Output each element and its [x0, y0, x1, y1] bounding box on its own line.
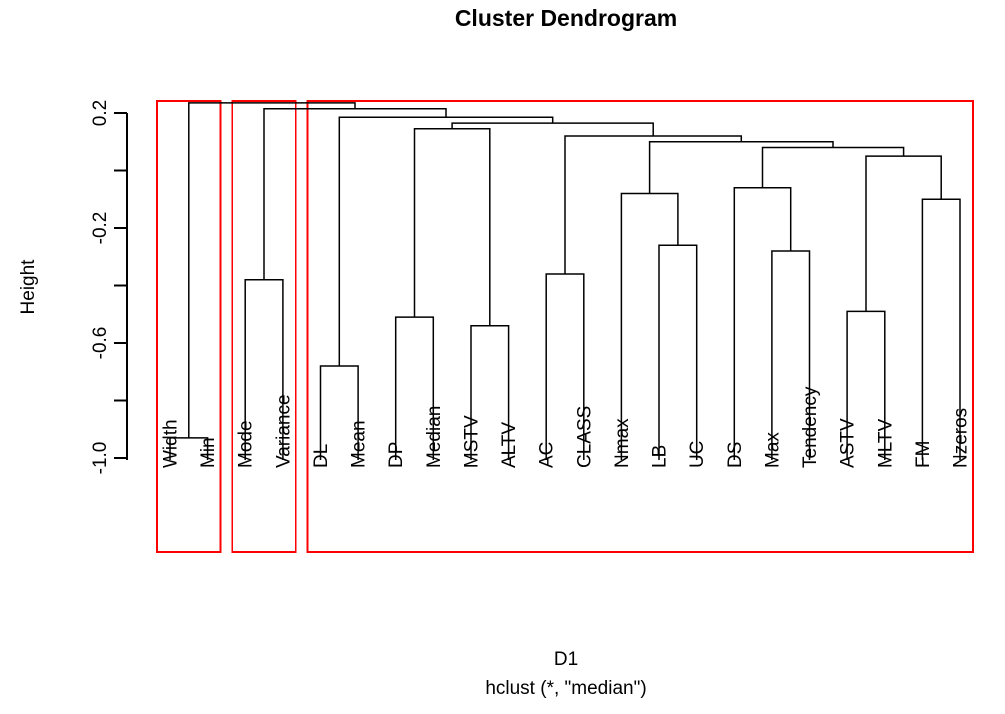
dendrogram-leaf-label: DL [311, 444, 332, 468]
dendrogram-leaf-label: AC [537, 442, 558, 468]
dendrogram-leaf-label: MLTV [875, 418, 896, 468]
dendrogram-leaf-label: Width [161, 419, 182, 468]
dendrogram-leaf-label: Variance [273, 394, 294, 468]
dendrogram-leaf-label: CLASS [574, 406, 595, 468]
y-axis-tick-label: -0.6 [90, 327, 111, 360]
y-axis-tick-label: -1.0 [90, 442, 111, 475]
y-axis-tick-label: -0.2 [90, 212, 111, 245]
dendrogram-leaf-label: ASTV [838, 418, 859, 468]
dendrogram-leaf-label: ALTV [499, 422, 520, 468]
page-title: Cluster Dendrogram [455, 5, 677, 31]
y-axis-tick-labels: 0.2 -0.2 -0.6 -1.0 [90, 100, 111, 475]
x-axis-subtitle: hclust (*, "median") [485, 678, 646, 699]
dendrogram-leaf-label: Mode [236, 420, 257, 468]
y-axis: 0.2 -0.2 -0.6 -1.0 Height [18, 100, 128, 475]
dendrogram-leaf-label: Median [424, 406, 445, 468]
dendrogram-leaf-label: LB [650, 445, 671, 468]
dendrogram-leaf-label: Max [762, 432, 783, 468]
cluster-rectangle-cluster-2 [231, 100, 297, 553]
dendrogram-leaf-label: UC [687, 441, 708, 468]
y-axis-title: Height [18, 259, 39, 315]
dendrogram-branch [188, 102, 356, 438]
dendrogram-leaf-label: MSTV [462, 415, 483, 468]
dendrogram-leaf-label: Nzeros [951, 408, 972, 468]
cluster-rectangle-cluster-3 [306, 100, 974, 553]
x-axis-title: D1 [554, 649, 578, 670]
cluster-rectangle-cluster-1 [156, 100, 222, 553]
y-axis-ticks [114, 112, 127, 459]
dendrogram-leaf-label: DS [725, 442, 746, 468]
dendrogram-leaf-label: Tendency [800, 386, 821, 468]
dendrogram-leaf-label: Mean [349, 420, 370, 468]
y-axis-tick-label: 0.2 [90, 100, 111, 126]
dendrogram-leaf-label: Nmax [612, 418, 633, 468]
dendrogram-branches [169, 102, 961, 460]
cluster-rectangles [156, 100, 974, 553]
dendrogram-leaf-label: DP [386, 442, 407, 468]
dendrogram-leaf-label: Min [198, 437, 219, 468]
dendrogram-leaf-label: FM [913, 441, 934, 468]
